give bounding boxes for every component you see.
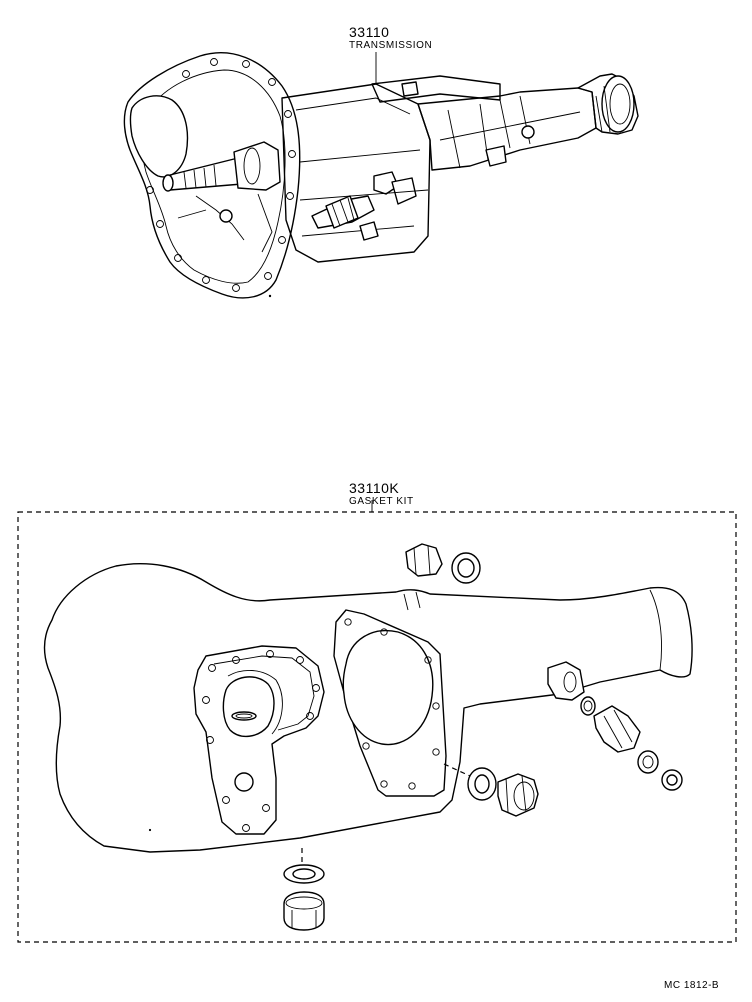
intermediate-gasket-bolt-holes: [344, 618, 440, 790]
extension-housing: [417, 87, 597, 171]
drain-plug-gasket: [283, 864, 325, 884]
oil-slot: [231, 711, 257, 721]
filler-plug: [405, 543, 443, 577]
breather-plug: [401, 81, 419, 97]
gasket-kit-part-number: 33110K: [349, 480, 400, 496]
side-plug-bolt: [497, 773, 539, 817]
gasket-center-hole: [234, 772, 254, 792]
shift-shaft-boot: [325, 195, 359, 229]
transmission-part-name: TRANSMISSION: [349, 40, 433, 51]
drain-plug-bolt: [283, 891, 325, 931]
rear-output-flange: [601, 75, 635, 133]
gasket-kit-illustration: [17, 500, 737, 943]
speedometer-washer: [661, 769, 683, 791]
intermediate-gasket-opening: [342, 630, 434, 746]
back-up-lamp-switch: [373, 171, 399, 195]
bell-housing-opening: [129, 95, 189, 178]
speedometer-o-ring: [580, 696, 596, 716]
gasket-kit-boundary: [17, 511, 737, 943]
extension-bolt: [521, 125, 535, 139]
pivot-bolt: [219, 209, 233, 223]
front-gasket-bolt-holes: [202, 650, 320, 832]
transmission-silhouette: [43, 563, 693, 853]
speedometer-driven-gear: [593, 705, 641, 753]
drain-plug: [359, 221, 379, 241]
side-plug-gasket: [467, 767, 497, 801]
extension-boss: [485, 145, 507, 167]
filler-plug-gasket: [451, 552, 481, 584]
speedometer-oil-seal: [637, 750, 659, 774]
bell-housing-bolt-holes: [146, 58, 296, 292]
gasket-kit-part-name: GASKET KIT: [349, 496, 414, 507]
speedometer-sleeve-assembly: [547, 661, 585, 701]
transmission-case: [281, 83, 431, 263]
input-bearing-retainer: [233, 141, 281, 191]
transmission-part-number: 33110: [349, 24, 390, 40]
front-cover-gasket-cutout: [222, 676, 275, 737]
figure-code: MC 1812-B: [664, 980, 720, 991]
transmission-illustration: [123, 52, 639, 299]
speedometer-sleeve: [391, 177, 417, 205]
rear-output-housing: [577, 73, 639, 135]
